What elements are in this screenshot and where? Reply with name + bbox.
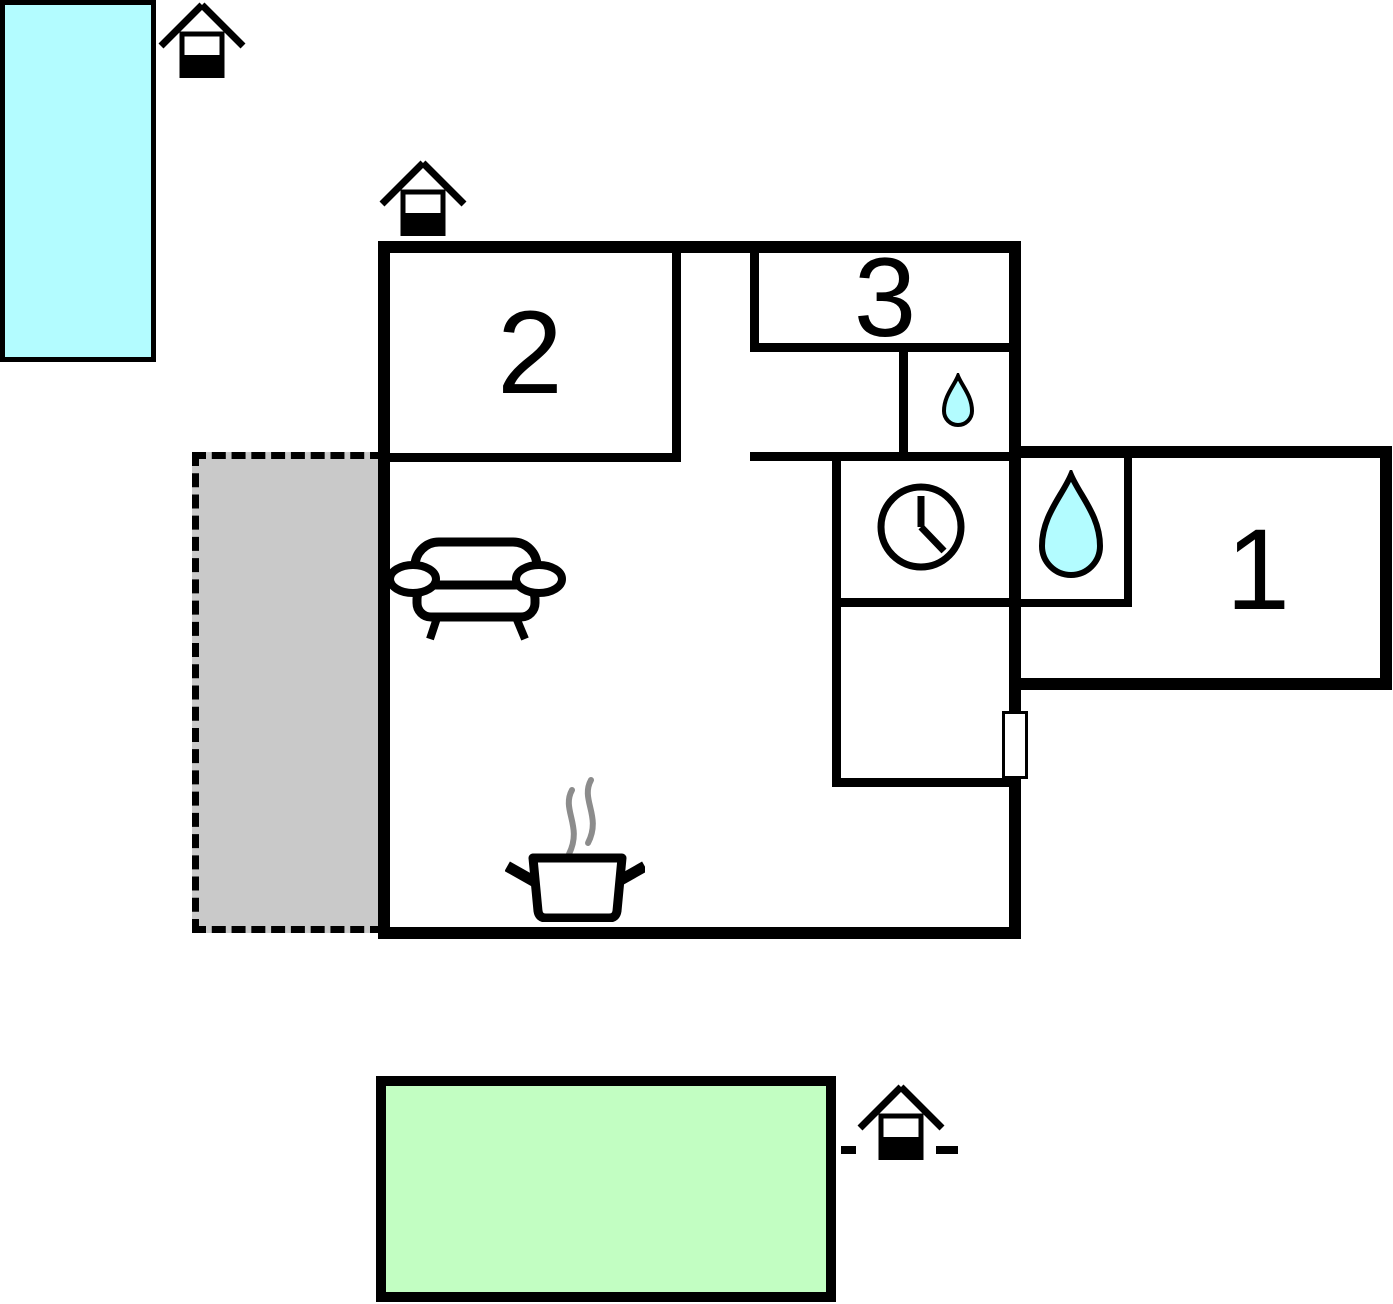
terrace-area <box>192 452 384 933</box>
clock-icon <box>877 483 965 571</box>
dash-left <box>841 1146 856 1154</box>
dash-right <box>936 1146 958 1154</box>
cooking-pot-icon <box>505 777 645 922</box>
wall-outer-bottom <box>378 927 1021 939</box>
room-1-label: 1 <box>1226 506 1290 634</box>
entrance-house-icon-pool <box>158 2 246 78</box>
wall-lowerroom-bottom <box>832 778 1009 787</box>
lawn-area <box>376 1076 836 1302</box>
pool-area <box>0 0 156 362</box>
wall-room3-bottom <box>750 343 1009 352</box>
wall-clockroom-left <box>832 452 841 787</box>
wall-bathroom-right <box>1124 458 1132 607</box>
wall-mid-horizontal <box>750 452 1009 461</box>
room-3-label: 3 <box>853 235 917 360</box>
wall-toilet-left <box>899 352 908 457</box>
wall-room1-top <box>1009 446 1392 458</box>
wall-room2-right <box>672 253 681 462</box>
door-opening <box>1002 711 1028 779</box>
entrance-house-icon-lawn <box>857 1084 945 1160</box>
wall-room1-bottom <box>1009 678 1392 690</box>
sofa-icon <box>386 537 566 641</box>
entrance-house-icon-top <box>379 160 467 236</box>
water-drop-icon-large <box>1038 470 1104 578</box>
wall-outer-right <box>1009 241 1021 939</box>
wall-bathroom-bottom <box>1021 599 1131 607</box>
wall-room2-bottom <box>390 453 672 462</box>
room-2-label: 2 <box>497 286 563 419</box>
wall-outer-top <box>378 241 1021 253</box>
wall-room3-left <box>750 253 759 352</box>
water-drop-icon-small <box>941 373 975 427</box>
wall-outer-left <box>378 241 390 939</box>
wall-clockroom-bottom <box>832 598 1009 607</box>
wall-room1-right <box>1380 446 1392 690</box>
